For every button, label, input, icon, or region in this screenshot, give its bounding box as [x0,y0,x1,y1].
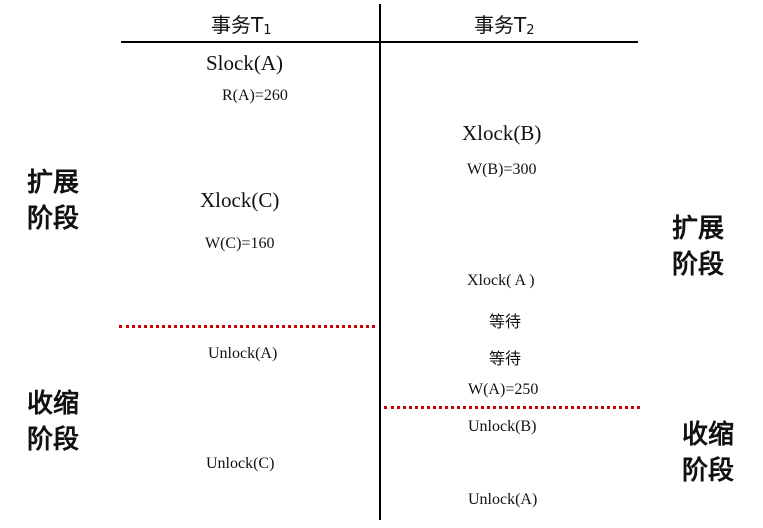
t1-unlock-a: Unlock(A) [208,345,278,362]
t2-header-subscript: 2 [526,23,535,38]
column-divider [379,4,381,520]
t2-write-a: W(A)=250 [468,381,539,398]
t2-unlock-b: Unlock(B) [468,418,537,435]
t1-phase-boundary [119,325,375,328]
t2-header-text: 事务T [474,13,527,37]
left-shrinking-phase-label: 收缩 阶段 [27,386,79,458]
t2-header: 事务T2 [474,9,535,38]
t2-xlock-b: Xlock(B) [462,121,542,145]
left-growing-line-1: 扩展 [27,168,80,198]
left-shrinking-line-1: 收缩 [27,389,80,419]
t1-header: 事务T1 [211,9,272,38]
left-growing-phase-label: 扩展 阶段 [27,165,79,237]
t2-xlock-a: Xlock( A ) [467,272,535,289]
t2-wait-2: 等待 [489,349,522,368]
right-shrinking-phase-label: 收缩 阶段 [682,417,734,489]
t2-phase-boundary [384,406,640,409]
right-growing-phase-label: 扩展 阶段 [672,211,724,283]
t1-header-text: 事务T [211,13,264,37]
right-growing-line-1: 扩展 [672,214,725,244]
t1-write-c: W(C)=160 [205,235,275,252]
t1-slock-a: Slock(A) [206,51,283,75]
left-shrinking-line-2: 阶段 [27,425,80,455]
left-growing-line-2: 阶段 [27,204,80,234]
right-growing-line-2: 阶段 [672,250,725,280]
t1-header-subscript: 1 [263,23,272,38]
t1-unlock-c: Unlock(C) [206,455,275,472]
t1-xlock-c: Xlock(C) [200,188,280,212]
t1-read-a: R(A)=260 [222,87,288,104]
t2-unlock-a: Unlock(A) [468,491,538,508]
right-shrinking-line-1: 收缩 [682,420,735,450]
t2-write-b: W(B)=300 [467,161,537,178]
t2-wait-1: 等待 [489,312,522,331]
right-shrinking-line-2: 阶段 [682,456,735,486]
